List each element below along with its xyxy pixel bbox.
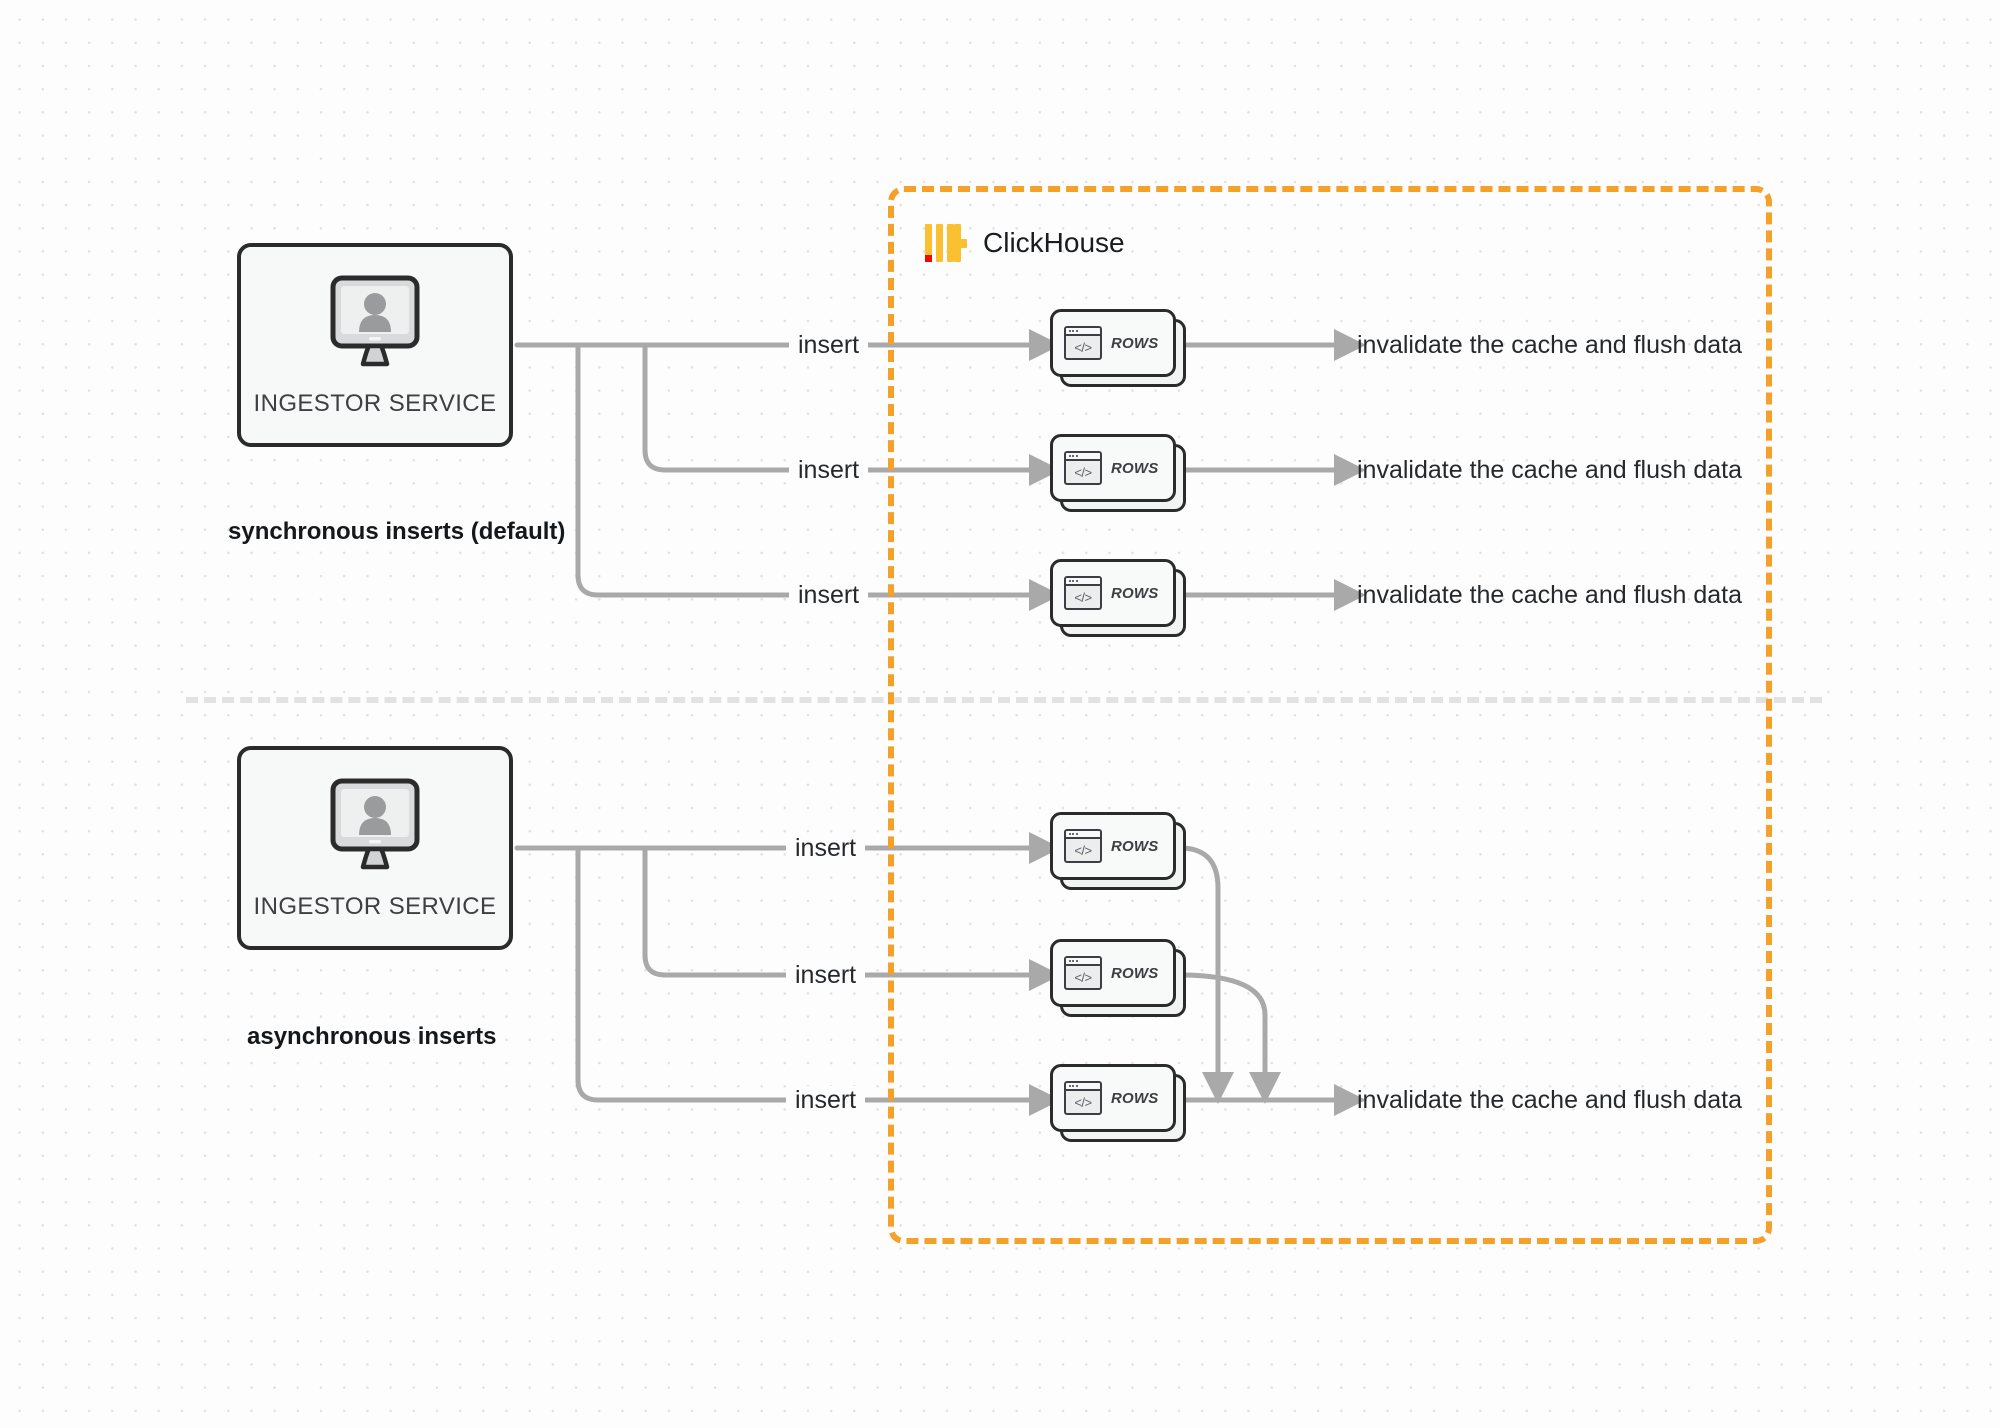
insert-label-sync-2: insert (789, 456, 869, 485)
ingestor-service-label: INGESTOR SERVICE (253, 390, 497, 417)
ingestor-service-async[interactable]: INGESTOR SERVICE (237, 746, 513, 950)
rows-label: ROWS (1111, 964, 1159, 982)
clickhouse-name: ClickHouse (983, 227, 1125, 258)
result-label-sync-2: invalidate the cache and flush data (1357, 456, 1742, 484)
rows-label: ROWS (1111, 837, 1159, 855)
rows-card-sync-1[interactable]: </> ROWS (1050, 309, 1186, 387)
insert-label-async-3: insert (786, 1086, 866, 1115)
section-caption-sync: synchronous inserts (default) (228, 518, 566, 545)
rows-card-async-1[interactable]: </> ROWS (1050, 812, 1186, 890)
ingestor-service-label: INGESTOR SERVICE (253, 893, 497, 920)
code-window-icon: </> (1064, 956, 1102, 990)
insert-label-async-2: insert (786, 961, 866, 990)
clickhouse-logo-icon (925, 222, 967, 264)
rows-label: ROWS (1111, 334, 1159, 352)
insert-label-sync-3: insert (789, 581, 869, 610)
clickhouse-logo: ClickHouse (925, 222, 1125, 264)
clickhouse-boundary (888, 186, 1772, 1244)
rows-label: ROWS (1111, 459, 1159, 477)
rows-label: ROWS (1111, 584, 1159, 602)
rows-card-sync-2[interactable]: </> ROWS (1050, 434, 1186, 512)
monitor-user-icon (319, 775, 431, 875)
code-window-icon: </> (1064, 576, 1102, 610)
insert-label-async-1: insert (786, 834, 866, 863)
result-label-sync-1: invalidate the cache and flush data (1357, 331, 1742, 359)
rows-card-async-3[interactable]: </> ROWS (1050, 1064, 1186, 1142)
rows-card-async-2[interactable]: </> ROWS (1050, 939, 1186, 1017)
result-label-async-merged: invalidate the cache and flush data (1357, 1086, 1742, 1114)
code-window-icon: </> (1064, 1081, 1102, 1115)
insert-label-sync-1: insert (789, 331, 869, 360)
rows-label: ROWS (1111, 1089, 1159, 1107)
rows-card-sync-3[interactable]: </> ROWS (1050, 559, 1186, 637)
section-divider (186, 697, 1822, 703)
code-window-icon: </> (1064, 326, 1102, 360)
result-label-sync-3: invalidate the cache and flush data (1357, 581, 1742, 609)
monitor-user-icon (319, 272, 431, 372)
code-window-icon: </> (1064, 451, 1102, 485)
section-caption-async: asynchronous inserts (247, 1023, 497, 1050)
code-window-icon: </> (1064, 829, 1102, 863)
ingestor-service-sync[interactable]: INGESTOR SERVICE (237, 243, 513, 447)
